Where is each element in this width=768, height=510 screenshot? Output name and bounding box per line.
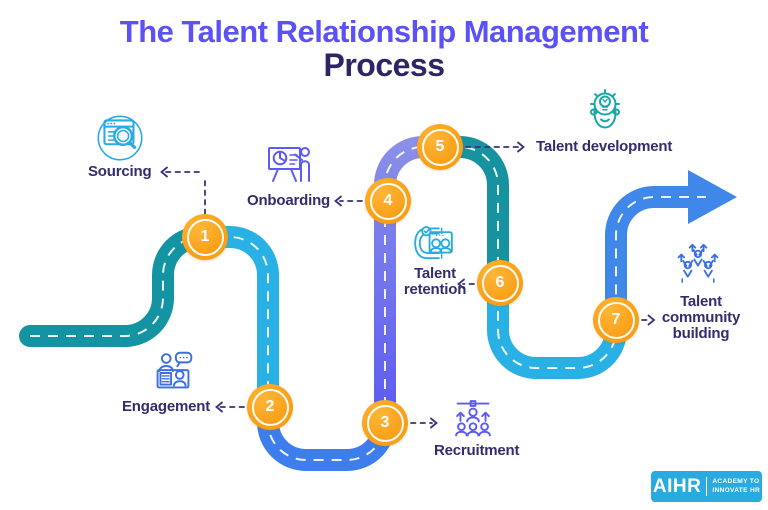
step-label-onboarding: Onboarding [247,192,330,209]
step-label-sourcing: Sourcing [88,163,152,180]
recruitment-org-chart-icon [446,391,500,450]
aihr-logo-tagline: ACADEMY TO INNOVATE HR [712,478,760,494]
step-badge-7: 7 [593,297,639,343]
arrow-to-sourcing-icon [160,166,168,178]
development-head-lightbulb-gear-icon [577,87,633,148]
title-line-2: Process [323,46,445,83]
step-badge-4: 4 [365,178,411,224]
arrow-to-development-icon [517,141,525,153]
community-people-arrows-icon [672,240,724,297]
arrow-to-retention-icon [457,278,465,290]
step-label-recruitment: Recruitment [434,442,520,459]
step-badge-6: 6 [477,260,523,306]
road-arrowhead [688,170,737,224]
aihr-tagline-line-2: INNOVATE HR [712,486,761,494]
road-segment-2 [205,226,279,408]
step-badge-3: 3 [362,400,408,446]
aihr-logo: AIHR ACADEMY TO INNOVATE HR [651,471,762,502]
onboarding-presenter-icon [260,137,316,198]
sourcing-browser-search-icon [91,108,149,171]
step-number-2: 2 [251,388,289,426]
road-segment-1 [30,226,207,347]
page-title: The Talent Relationship Management Proce… [0,14,768,83]
connector-lines [160,141,656,429]
retention-magnet-people-icon [411,221,463,278]
title-line-1: The Talent Relationship Management [119,14,649,49]
step-number-5: 5 [421,128,459,166]
step-label-talent-community-building: Talent community building [661,293,741,343]
arrow-to-onboarding-icon [334,195,342,207]
engagement-person-chat-icon [146,346,200,405]
arrow-to-engagement-icon [215,401,223,413]
step-label-talent-retention: Talent retention [403,265,467,299]
arrow-to-recruitment-icon [430,417,438,429]
step-number-1: 1 [186,218,224,256]
aihr-logo-divider [706,477,708,496]
step-number-7: 7 [597,301,635,339]
step-badge-2: 2 [247,384,293,430]
aihr-tagline-line-1: ACADEMY TO [712,478,760,486]
step-badge-5: 5 [417,124,463,170]
step-number-4: 4 [369,182,407,220]
step-number-3: 3 [366,404,404,442]
step-label-talent-development: Talent development [536,138,673,155]
step-label-engagement: Engagement [122,398,211,415]
aihr-logo-brand: AIHR [652,476,702,497]
step-badge-1: 1 [182,214,228,260]
arrow-to-community-icon [647,314,656,326]
step-number-6: 6 [481,264,519,302]
